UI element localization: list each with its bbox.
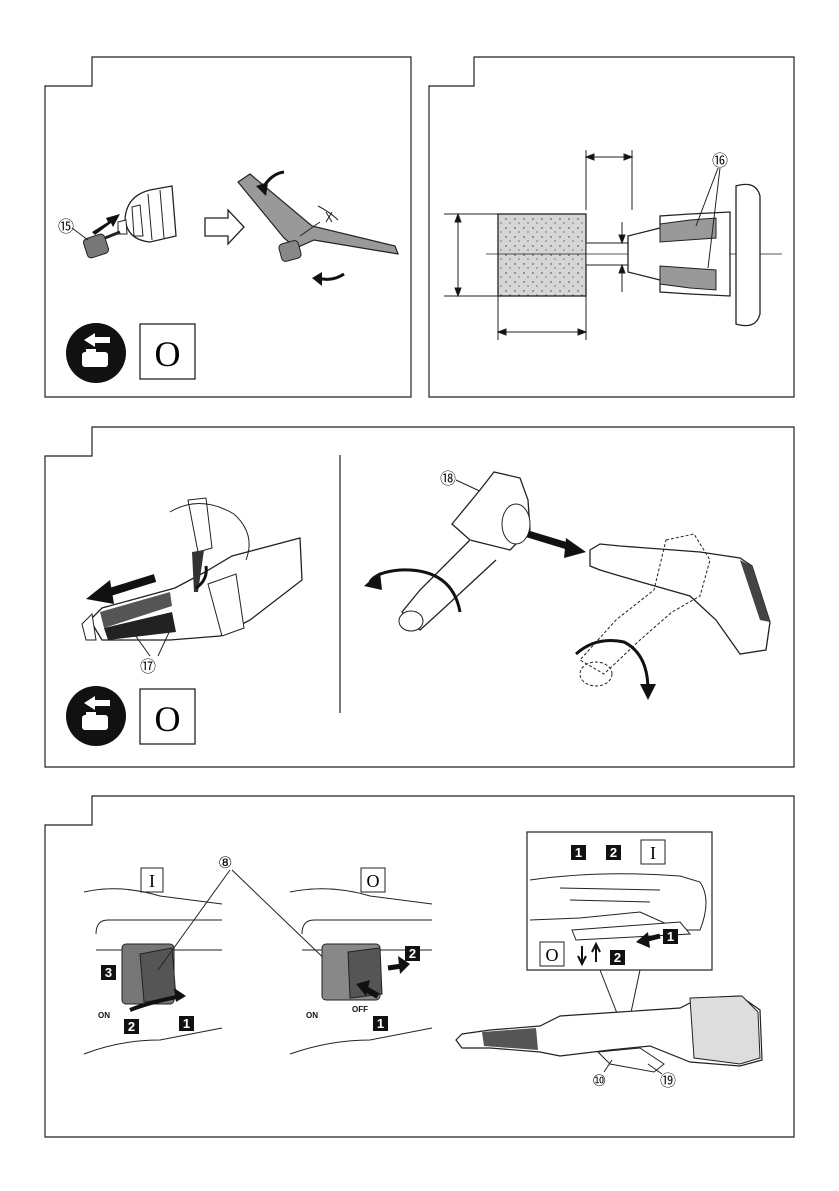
step-1-marker: 1 — [179, 1016, 194, 1031]
svg-text:ON: ON — [98, 1011, 110, 1020]
svg-text:I: I — [650, 843, 656, 863]
svg-text:I: I — [149, 871, 155, 891]
part-10-label: ⑩ — [592, 1071, 606, 1090]
switch-on-symbol: I — [141, 868, 163, 892]
switch-off-symbol: O — [361, 868, 385, 892]
svg-text:ON: ON — [306, 1011, 318, 1020]
svg-text:1: 1 — [667, 929, 674, 944]
switch-off-drawing: ON OFF — [290, 889, 432, 1054]
step-1-marker: 1 — [373, 1016, 388, 1031]
step-3-marker: 3 — [101, 965, 116, 980]
step-2-marker: 2 — [124, 1019, 139, 1034]
part-19-label: ⑲ — [660, 1071, 676, 1090]
svg-text:O: O — [546, 945, 559, 965]
inset-step-2: 2 — [606, 845, 621, 860]
svg-text:1: 1 — [377, 1016, 384, 1031]
svg-text:1: 1 — [575, 845, 582, 860]
inset-step-2b: 2 — [610, 950, 625, 965]
svg-text:1: 1 — [183, 1016, 190, 1031]
inset-step-1: 1 — [571, 845, 586, 860]
inset-off-symbol: O — [540, 942, 564, 966]
svg-text:2: 2 — [409, 946, 416, 961]
svg-text:O: O — [367, 871, 380, 891]
inset-step-1b: 1 — [663, 929, 678, 944]
svg-text:2: 2 — [610, 845, 617, 860]
svg-text:2: 2 — [614, 950, 621, 965]
grinder-full-drawing — [456, 996, 762, 1072]
step-2-marker: 2 — [405, 946, 420, 961]
svg-text:3: 3 — [105, 965, 112, 980]
svg-text:OFF: OFF — [352, 1005, 368, 1014]
inset-on-symbol: I — [641, 840, 665, 864]
svg-text:2: 2 — [128, 1019, 135, 1034]
part-8-label: ⑧ — [218, 853, 232, 872]
